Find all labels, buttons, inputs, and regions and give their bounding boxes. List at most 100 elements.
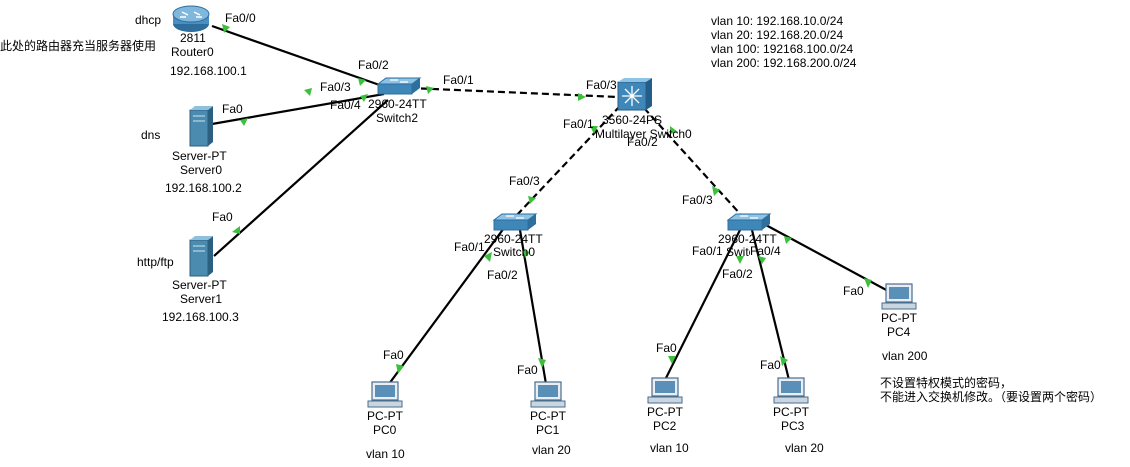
port-switch0-fa0-1: Fa0/1	[454, 240, 485, 254]
pc1-model: PC-PT	[530, 409, 566, 423]
server0-icon[interactable]	[189, 106, 213, 147]
port-mlswitch0-fa0-2: Fa0/2	[627, 135, 658, 149]
pc4-vlan: vlan 200	[882, 349, 928, 363]
port-up-marker	[864, 278, 872, 288]
port-up-marker	[538, 358, 546, 368]
pc2-vlan: vlan 10	[650, 441, 689, 455]
port-pc4-fa0: Fa0	[843, 284, 864, 298]
link-router0-switch2[interactable]	[211, 24, 389, 90]
pc2-name: PC2	[653, 419, 677, 433]
pc0-name: PC0	[373, 423, 397, 437]
vlan-note-line: vlan 20: 192.168.20.0/24	[711, 28, 844, 42]
server0-role: dns	[141, 128, 161, 142]
port-up-marker	[712, 186, 720, 196]
pc3-name: PC3	[781, 419, 805, 433]
switch2-icon[interactable]	[376, 77, 422, 95]
links	[211, 24, 891, 389]
server1-icon[interactable]	[189, 236, 213, 277]
pc4-icon[interactable]	[881, 283, 917, 310]
switch0-name: Switch0	[493, 245, 536, 259]
port-up-marker	[232, 226, 240, 234]
port-up-marker	[758, 256, 766, 264]
port-switch2-fa0-4: Fa0/4	[330, 98, 361, 112]
port-pc1-fa0: Fa0	[517, 363, 538, 377]
port-mlswitch0-fa0-3: Fa0/3	[586, 78, 617, 92]
port-switch0-fa0-2: Fa0/2	[487, 268, 518, 282]
port-up-marker	[578, 93, 586, 101]
port-up-marker	[784, 236, 792, 244]
switch1-icon[interactable]	[726, 213, 772, 231]
port-up-marker	[590, 126, 598, 134]
mlswitch0-name: Multilayer Switch0	[595, 127, 692, 141]
link-server1-switch2[interactable]	[213, 99, 389, 257]
link-switch0-pc1[interactable]	[518, 229, 548, 385]
server1-role: http/ftp	[137, 255, 174, 269]
link-switch0-pc0[interactable]	[385, 227, 505, 389]
port-up-marker	[484, 252, 492, 262]
password-note-line: 不能进入交换机修改。（要设置两个密码）	[880, 390, 1103, 404]
port-switch2-fa0-3: Fa0/3	[320, 80, 351, 94]
password-note: 不设置特权模式的密码， 不能进入交换机修改。（要设置两个密码）	[880, 376, 1102, 404]
port-switch2-fa0-1: Fa0/1	[443, 73, 474, 87]
switch0-model: 2960-24TT	[484, 232, 543, 246]
port-status-markers	[222, 24, 872, 374]
server0-ip: 192.168.100.2	[165, 181, 242, 195]
pc1-name: PC1	[536, 423, 560, 437]
switch0-icon[interactable]	[492, 213, 538, 231]
vlan-subnet-note: vlan 10: 192.168.10.0/24 vlan 20: 192.16…	[711, 14, 856, 70]
pc4-name: PC4	[887, 325, 911, 339]
port-switch2-fa0-2: Fa0/2	[358, 58, 389, 72]
port-router0-fa0-0: Fa0/0	[225, 11, 256, 25]
link-server0-switch2[interactable]	[211, 92, 385, 126]
pc0-model: PC-PT	[367, 409, 403, 423]
mlswitch0-model: 3560-24PS	[602, 113, 663, 127]
link-mlswitch0-switch1[interactable]	[643, 107, 743, 217]
port-up-marker	[780, 356, 788, 366]
router0-ip: 192.168.100.1	[170, 64, 247, 78]
router0-icon[interactable]	[172, 5, 210, 32]
mlswitch0-icon[interactable]	[617, 78, 652, 111]
port-up-marker	[240, 118, 248, 126]
port-up-marker	[670, 126, 678, 134]
vlan-note-line: vlan 10: 192.168.10.0/24	[711, 14, 844, 28]
port-up-marker	[358, 78, 366, 86]
port-pc2-fa0: Fa0	[656, 341, 677, 355]
port-pc3-fa0: Fa0	[760, 358, 781, 372]
vlan-note-line: vlan 200: 192.168.200.0/24	[711, 56, 857, 70]
pc3-vlan: vlan 20	[785, 441, 824, 455]
pc3-model: PC-PT	[773, 405, 809, 419]
port-pc0-fa0: Fa0	[383, 348, 404, 362]
port-up-marker	[360, 94, 368, 102]
server0-name: Server0	[180, 163, 223, 177]
pc0-icon[interactable]	[367, 381, 403, 408]
vlan-note-line: vlan 100: 192168.100.0/24	[711, 42, 854, 56]
server1-model: Server-PT	[172, 278, 227, 292]
switch1-name: Switch1	[726, 245, 750, 259]
port-up-marker	[523, 250, 530, 258]
pc1-vlan: vlan 20	[532, 443, 571, 457]
pc4-model: PC-PT	[881, 311, 917, 325]
password-note-line: 不设置特权模式的密码，	[880, 376, 1013, 390]
port-switch1-fa0-4: Fa0/4	[750, 244, 781, 258]
switch1-model: 2960-24TT	[718, 232, 777, 246]
port-up-marker	[304, 88, 312, 96]
port-switch1-fa0-2: Fa0/2	[722, 267, 753, 281]
pc2-model: PC-PT	[647, 405, 683, 419]
router0-note: 此处的路由器充当服务器使用	[0, 39, 157, 53]
port-up-marker	[668, 356, 676, 364]
link-switch1-pc2[interactable]	[662, 229, 741, 385]
link-switch2-mlswitch0[interactable]	[409, 86, 619, 99]
port-up-marker	[396, 364, 404, 374]
pc2-icon[interactable]	[647, 377, 683, 404]
port-switch1-fa0-1: Fa0/1	[692, 244, 723, 258]
pc3-icon[interactable]	[773, 377, 809, 404]
port-switch0-fa0-3: Fa0/3	[509, 174, 540, 188]
router0-role: dhcp	[135, 13, 162, 27]
port-up-marker	[528, 196, 536, 204]
port-up-marker	[736, 256, 744, 264]
switch2-name: Switch2	[376, 111, 419, 125]
port-server1-fa0: Fa0	[212, 210, 233, 224]
pc1-icon[interactable]	[530, 381, 566, 408]
port-up-marker	[426, 86, 434, 94]
